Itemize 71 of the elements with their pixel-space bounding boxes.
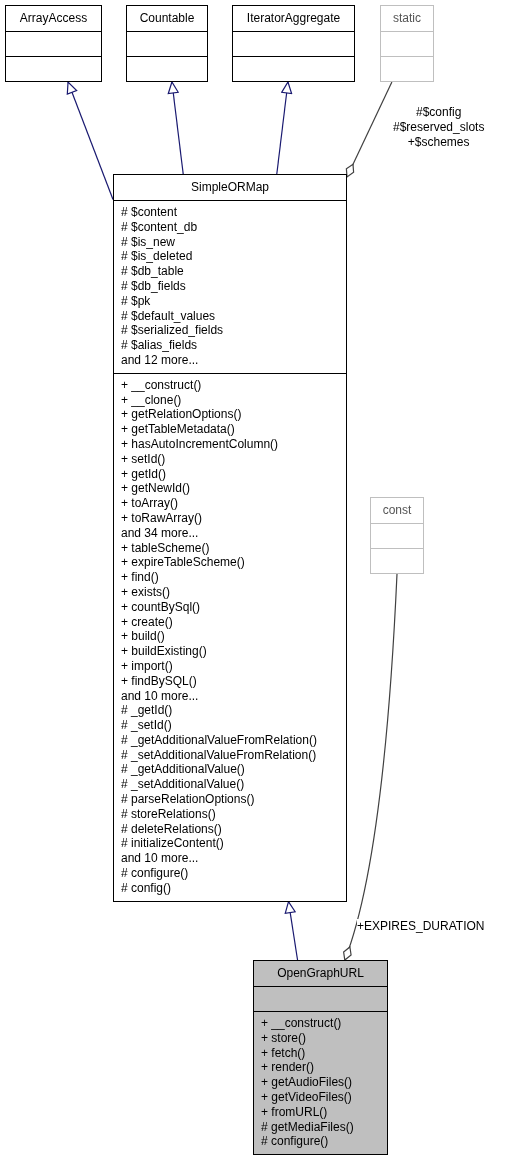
operation-text: # _setAdditionalValue() bbox=[121, 777, 245, 793]
operation-text: # configure() bbox=[261, 1134, 329, 1150]
operation-text: # _getAdditionalValue() bbox=[121, 762, 245, 778]
operation-text: + exists() bbox=[121, 584, 170, 600]
operation-text: # initializeContent() bbox=[121, 836, 224, 852]
operation-text: and 10 more... bbox=[121, 688, 199, 704]
operation-text: # configure() bbox=[121, 866, 189, 881]
class-box bbox=[380, 5, 434, 82]
operation-text: + __clone() bbox=[121, 392, 182, 408]
operation-text: # deleteRelations() bbox=[121, 821, 222, 837]
class-name: OpenGraphURL bbox=[277, 966, 364, 980]
operation-text: + fetch() bbox=[261, 1045, 306, 1061]
operation-text: + countBySql() bbox=[121, 599, 201, 615]
operation-text: + import() bbox=[121, 658, 173, 674]
operation-text: # storeRelations() bbox=[121, 806, 216, 822]
operation-text: # config() bbox=[121, 880, 172, 896]
operation-text: + __construct() bbox=[121, 377, 202, 393]
operation-text: + hasAutoIncrementColumn() bbox=[121, 436, 279, 452]
class-name: static bbox=[393, 11, 421, 25]
attribute-text: # $content_db bbox=[121, 219, 198, 235]
operation-text: + buildExisting() bbox=[121, 644, 207, 659]
operation-text: + toRawArray() bbox=[121, 510, 203, 526]
operation-text: + store() bbox=[261, 1030, 306, 1046]
operation-text: # _setAdditionalValueFromRelation() bbox=[121, 747, 317, 763]
edge-label: #$config #$reserved_slots +$schemes bbox=[393, 105, 485, 150]
operation-text: + getRelationOptions() bbox=[121, 407, 242, 423]
attribute-text: # $db_table bbox=[121, 264, 184, 279]
operation-text: + find() bbox=[121, 570, 159, 585]
operation-text: + getAudioFiles() bbox=[261, 1075, 353, 1090]
class-name: ArrayAccess bbox=[19, 11, 88, 25]
attribute-text: # $pk bbox=[121, 293, 151, 309]
operation-text: + getVideoFiles() bbox=[261, 1090, 352, 1105]
class-box bbox=[370, 497, 424, 574]
class-box bbox=[5, 5, 102, 82]
class-name: const bbox=[382, 503, 412, 517]
operation-text: and 10 more... bbox=[121, 851, 199, 867]
operation-text: + tableScheme() bbox=[121, 540, 210, 556]
operation-text: + toArray() bbox=[121, 496, 178, 511]
operation-text: # _getAdditionalValueFromRelation() bbox=[121, 732, 317, 748]
class-box bbox=[113, 174, 347, 902]
class-name: SimpleORMap bbox=[191, 180, 269, 194]
class-box bbox=[232, 5, 355, 82]
operation-text: + render() bbox=[261, 1060, 315, 1076]
operation-text: # _getId() bbox=[121, 703, 173, 719]
edge-label: +EXPIRES_DURATION bbox=[357, 919, 485, 934]
attribute-text: # $is_new bbox=[121, 234, 176, 250]
attribute-text: # $default_values bbox=[121, 308, 216, 324]
attribute-text: # $db_fields bbox=[121, 279, 186, 294]
operation-text: # parseRelationOptions() bbox=[121, 792, 255, 807]
operation-text: # _setId() bbox=[121, 718, 172, 733]
operation-text: + fromURL() bbox=[261, 1104, 328, 1120]
class-name: Countable bbox=[139, 11, 195, 25]
attribute-text: # $is_deleted bbox=[121, 249, 193, 265]
attribute-text: # $alias_fields bbox=[121, 338, 198, 353]
operation-text: and 34 more... bbox=[121, 525, 199, 541]
operation-text: + getTableMetadata() bbox=[121, 422, 235, 437]
class-name: IteratorAggregate bbox=[246, 11, 341, 25]
operation-text: + getNewId() bbox=[121, 481, 191, 497]
operation-text: + expireTableScheme() bbox=[121, 555, 245, 571]
class-box bbox=[126, 5, 208, 82]
operation-text: + create() bbox=[121, 614, 173, 630]
operation-text: + __construct() bbox=[261, 1016, 342, 1031]
operation-text: + getId() bbox=[121, 466, 167, 482]
operation-text: + build() bbox=[121, 629, 165, 645]
attribute-text: # $serialized_fields bbox=[121, 323, 224, 339]
attribute-text: # $content bbox=[121, 205, 178, 220]
attribute-text: and 12 more... bbox=[121, 352, 199, 368]
operation-text: + findBySQL() bbox=[121, 673, 197, 689]
operation-text: + setId() bbox=[121, 451, 166, 467]
operation-text: # getMediaFiles() bbox=[261, 1119, 354, 1135]
class-box bbox=[253, 960, 388, 1156]
